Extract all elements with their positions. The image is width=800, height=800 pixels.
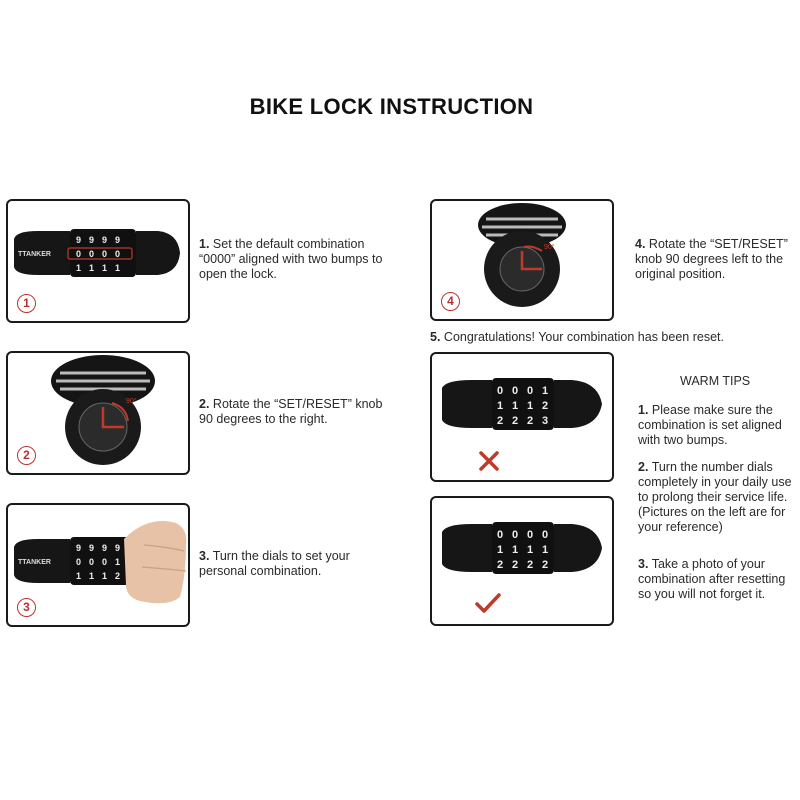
svg-text:90°: 90° [126,397,137,405]
tip-2-text: 2. Turn the number dials completely in y… [638,460,792,534]
dial-digit: 2 [512,559,518,571]
dial-digit: 1 [102,263,107,273]
step-1-panel: TTANKER 9 9 9 9 0 0 0 0 1 1 1 1 1 [6,199,190,323]
tip-1-text: 1. Please make sure the combination is s… [638,403,782,447]
dial-digit: 9 [89,543,94,553]
step-4-text: 4. Rotate the “SET/RESET” knob 90 degree… [635,237,788,281]
dial-digit: 1 [76,263,81,273]
dial-digit: 9 [76,235,81,245]
dial-digit: 1 [497,544,503,556]
step-3-panel: TTANKER 9 9 9 9 0 0 0 1 1 1 1 2 3 [6,503,190,627]
step-2-panel: 90° 2 [6,351,190,475]
dial-digit: 1 [89,571,94,581]
dial-digit: 9 [115,543,120,553]
dial-digit: 1 [542,385,548,397]
step-5-text: 5. Congratulations! Your combination has… [430,330,724,344]
dial-digit: 2 [542,559,548,571]
dial-digit: 0 [102,249,107,259]
dial-digit: 0 [527,529,533,541]
dial-digit: 9 [89,235,94,245]
dial-digit: 2 [115,571,120,581]
step-badge: 4 [441,292,460,311]
step-badge: 1 [17,294,36,313]
dial-digit: 9 [102,543,107,553]
lock-combination-image: TTANKER 9 9 9 9 0 0 0 0 1 1 1 1 [14,229,180,277]
dial-digit: 1 [512,544,518,556]
dial-digit: 0 [115,249,120,259]
dial-digit: 1 [89,263,94,273]
dial-digit: 9 [102,235,107,245]
dial-digit: 0 [76,249,81,259]
check-icon [475,593,501,613]
dial-digit: 0 [89,557,94,567]
dial-digit: 1 [115,557,120,567]
turn-dials-image: TTANKER 9 9 9 9 0 0 0 1 1 1 1 2 [14,521,187,604]
dial-digit: 0 [512,529,518,541]
dial-digit: 0 [527,385,533,397]
dial-digit: 9 [115,235,120,245]
dial-digit: 1 [102,571,107,581]
step-badge: 2 [17,446,36,465]
aligned-dials-image: 0 0 0 0 1 1 1 1 2 2 2 2 [442,522,602,574]
step-2-text: 2. Rotate the “SET/RESET” knob 90 degree… [199,397,383,426]
dial-digit: 2 [497,415,503,427]
dial-digit: 0 [497,385,503,397]
tip-3-text: 3. Take a photo of your combination afte… [638,557,786,601]
brand-label: TTANKER [18,251,51,258]
dial-digit: 1 [76,571,81,581]
dial-digit: 2 [527,559,533,571]
dial-digit: 0 [76,557,81,567]
dial-digit: 0 [512,385,518,397]
knob-rotate-right-image: 90° [51,355,155,465]
step-badge: 3 [17,598,36,617]
dial-digit: 0 [497,529,503,541]
dial-digit: 2 [542,400,548,412]
dial-digit: 2 [497,559,503,571]
warm-tips-title: WARM TIPS [680,374,751,388]
dial-digit: 2 [527,415,533,427]
dial-digit: 1 [115,263,120,273]
dial-digit: 3 [542,415,548,427]
misaligned-dials-image: 0 0 0 1 1 1 1 2 2 2 2 3 [442,378,602,430]
dial-digit: 0 [542,529,548,541]
dial-digit: 1 [527,400,533,412]
step-3-text: 3. Turn the dials to set your personal c… [199,549,350,578]
dial-digit: 1 [497,400,503,412]
brand-label: TTANKER [18,559,51,566]
svg-text:90°: 90° [544,243,555,251]
dial-digit: 1 [527,544,533,556]
knob-rotate-left-image: 90° [478,203,566,307]
step-1-text: 1. Set the default combination “0000” al… [199,237,383,281]
dial-digit: 9 [76,543,81,553]
cross-icon [479,451,499,471]
dial-digit: 0 [89,249,94,259]
wrong-alignment-panel: 0 0 0 1 1 1 1 2 2 2 2 3 [430,352,614,482]
dial-digit: 1 [542,544,548,556]
dial-digit: 0 [102,557,107,567]
page-title: BIKE LOCK INSTRUCTION [249,94,534,119]
dial-digit: 1 [512,400,518,412]
step-4-panel: 90° 4 [430,199,614,321]
correct-alignment-panel: 0 0 0 0 1 1 1 1 2 2 2 2 [430,496,614,626]
dial-digit: 2 [512,415,518,427]
